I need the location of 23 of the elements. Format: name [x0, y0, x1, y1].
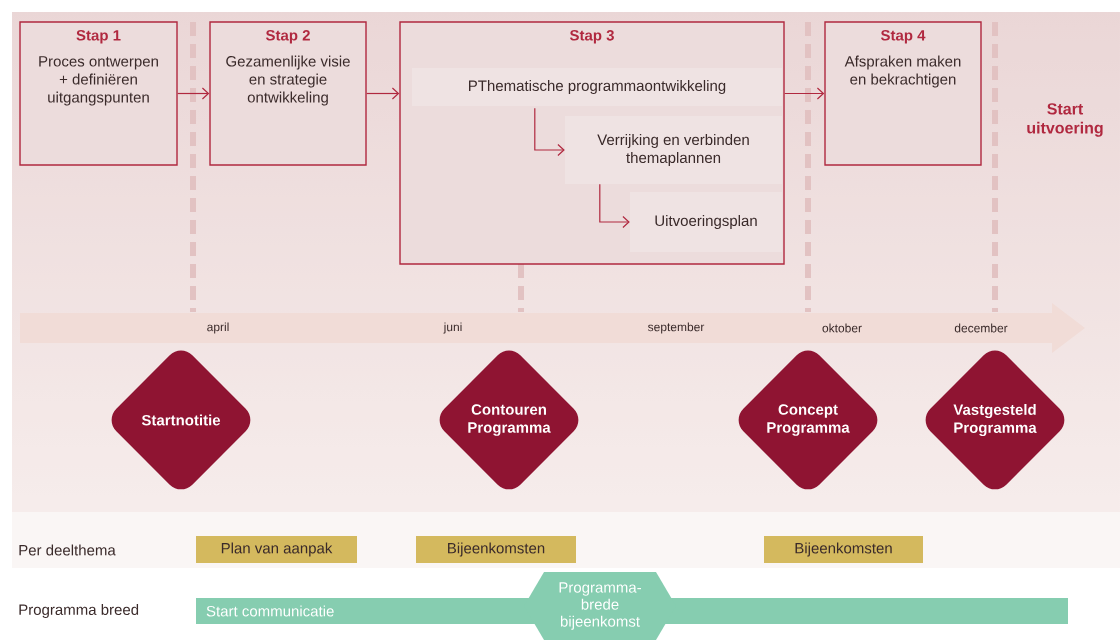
step-box: Stap 4 Afspraken maken en bekrachtigen — [824, 21, 982, 166]
arrow — [177, 87, 210, 100]
text-panel: Uitvoeringsplan — [630, 192, 782, 252]
text-panel: Verrijking en verbinden themaplannen — [565, 116, 782, 184]
meeting-hexagon: Programma-brede bijeenkomst — [524, 572, 676, 640]
month-label: december — [954, 323, 1008, 333]
task-bar: Plan van aanpak — [196, 536, 357, 563]
step-box: Stap 1 Proces ontwerpen + definiëren uitgangspunten — [19, 21, 178, 166]
row-label: Programma breed — [19, 604, 139, 618]
step-box: Stap 2 Gezamenlijke visie en strategie ontwikkeling — [209, 21, 367, 166]
text-panel: PThematische programmaontwikkeling — [412, 68, 782, 106]
arrow — [599, 183, 630, 229]
heading-label: Start uitvoering — [1027, 103, 1103, 137]
month-label: oktober — [822, 323, 862, 333]
month-label: juni — [443, 322, 462, 334]
arrow — [784, 87, 825, 100]
month-label: april — [207, 322, 229, 334]
task-bar: Bijeenkomsten — [416, 536, 576, 563]
arrow — [366, 87, 400, 100]
task-bar: Bijeenkomsten — [764, 536, 923, 563]
row-label: Per deelthema — [19, 544, 116, 556]
month-label: september — [648, 322, 705, 334]
arrow — [534, 107, 565, 157]
